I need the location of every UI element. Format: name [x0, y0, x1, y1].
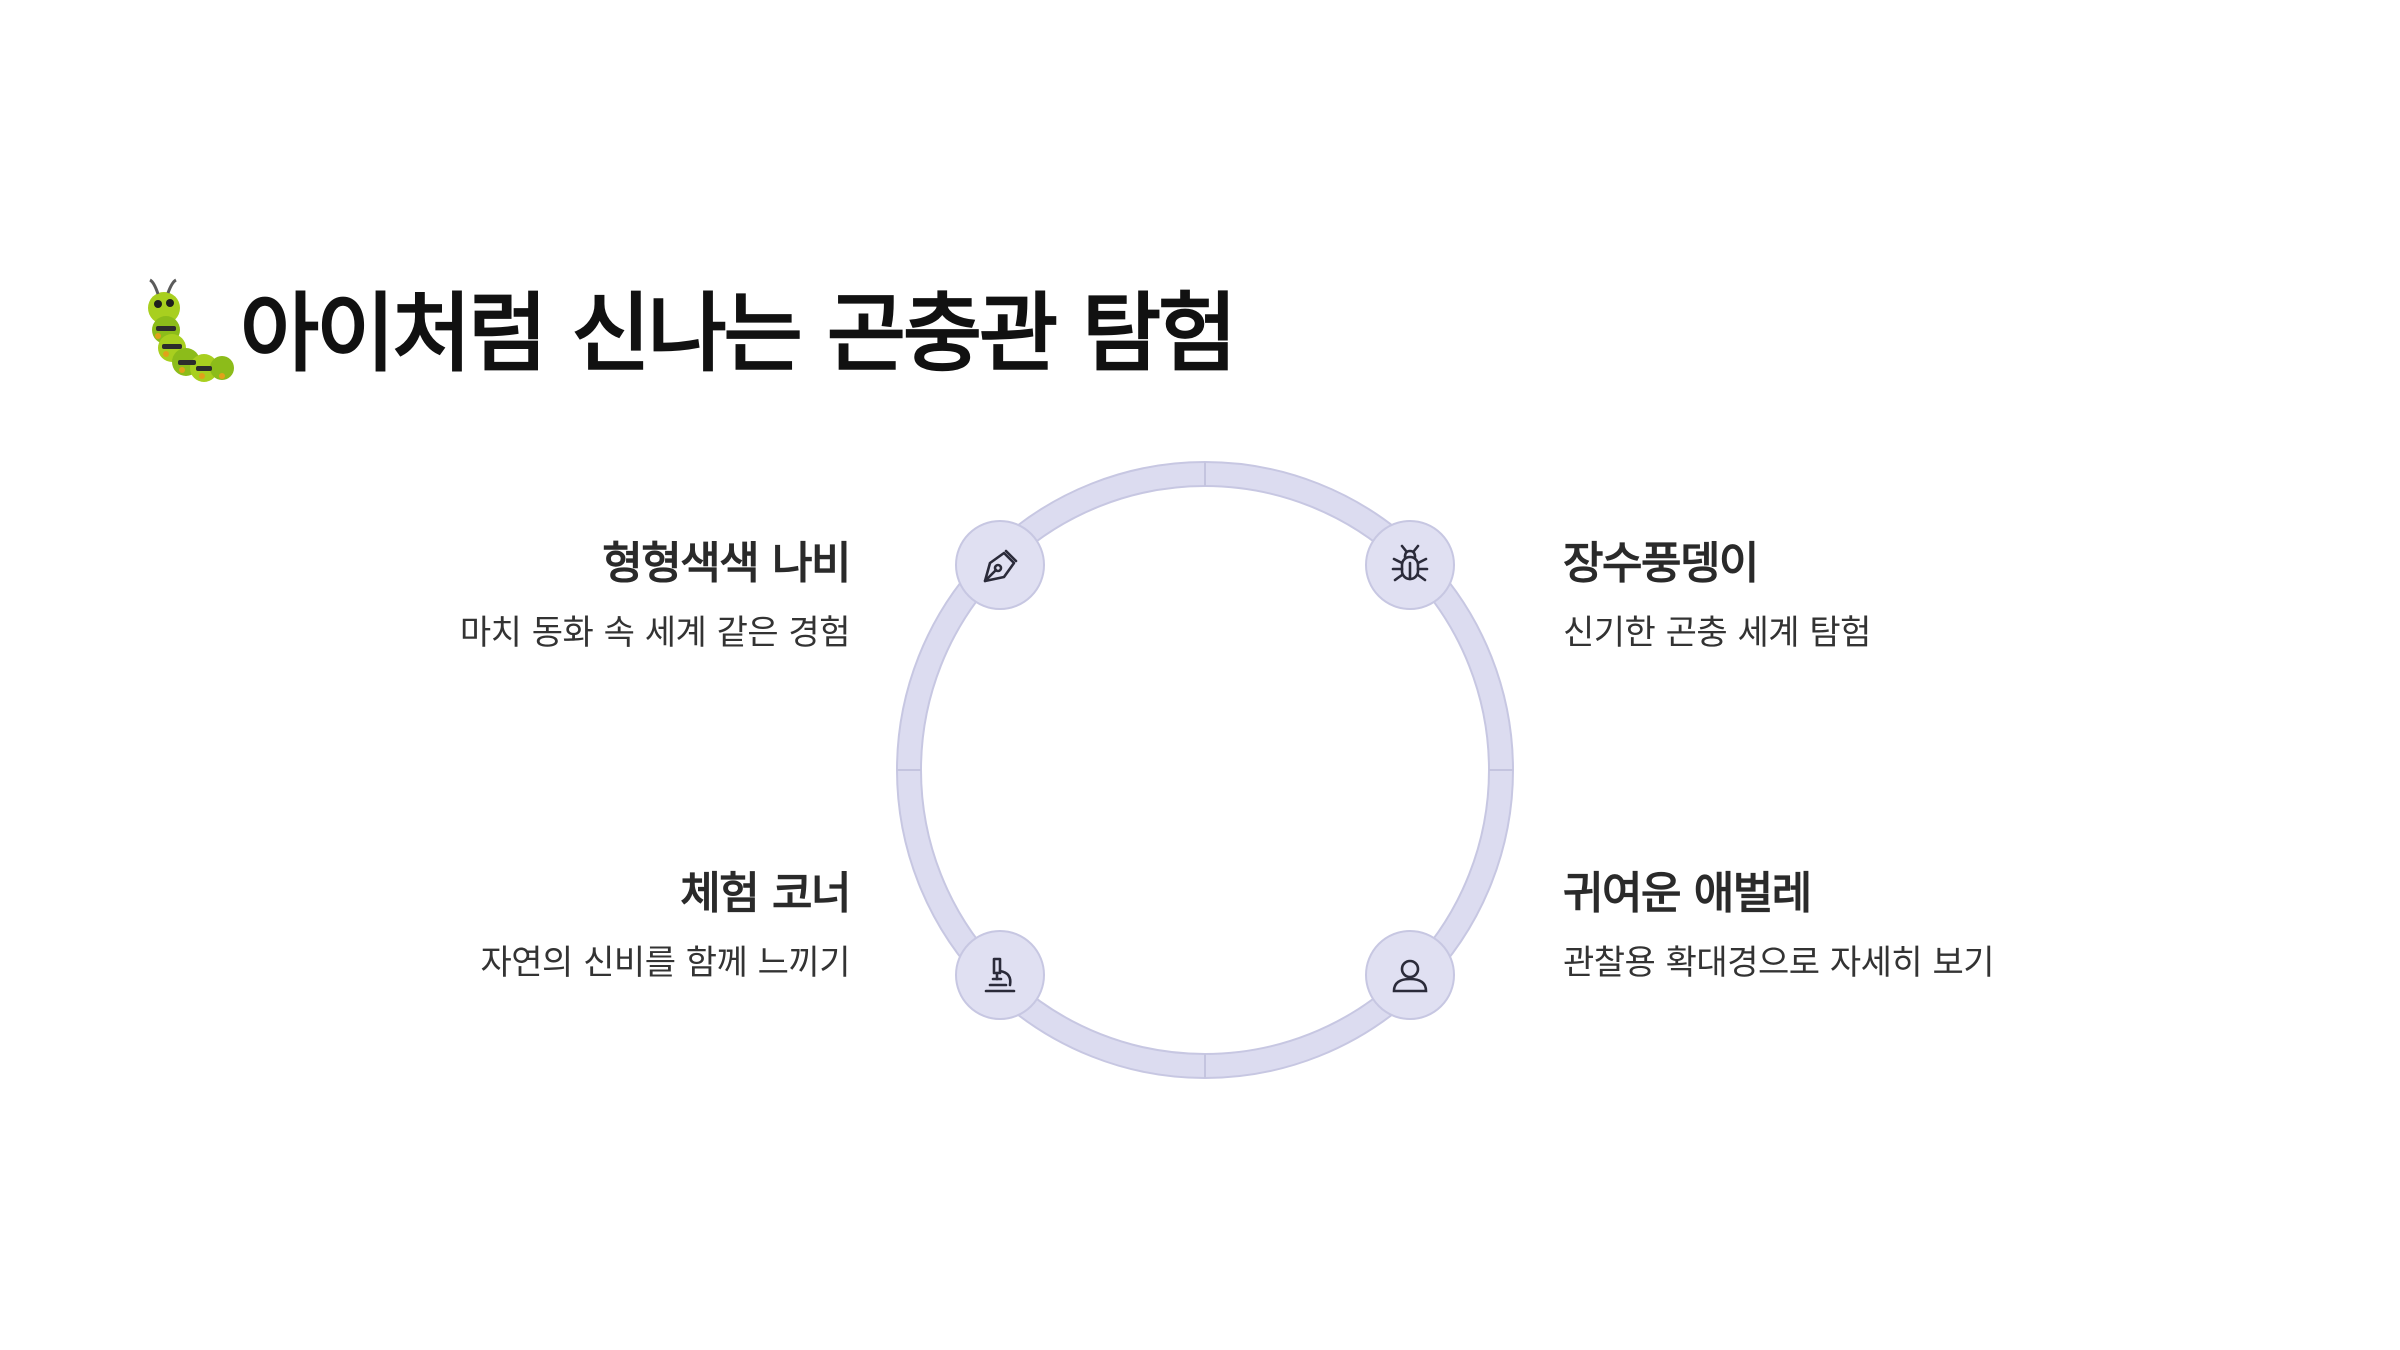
label-top-right: 장수풍뎅이 신기한 곤충 세계 탐험	[1563, 534, 2323, 656]
item-description: 신기한 곤충 세계 탐험	[1563, 613, 1871, 653]
item-title: 형형색색 나비	[602, 538, 851, 589]
page-title-text: 아이처럼 신나는 곤충관 탐험	[240, 284, 1237, 384]
item-title: 체험 코너	[680, 868, 851, 919]
node-bottom-left	[955, 930, 1045, 1020]
label-top-left: 형형색색 나비 마치 동화 속 세계 같은 경험	[90, 534, 852, 656]
pen-nib-icon	[983, 549, 1018, 583]
person-icon	[1392, 959, 1428, 993]
page-title: 아이처럼 신나는 곤충관 탐험	[134, 278, 1237, 390]
node-bottom-right	[1365, 930, 1455, 1020]
item-description: 자연의 신비를 함께 느끼기	[480, 943, 850, 983]
item-title: 장수풍뎅이	[1563, 538, 1759, 589]
node-top-right	[1365, 520, 1455, 610]
label-bottom-left: 체험 코너 자연의 신비를 함께 느끼기	[90, 864, 851, 986]
caterpillar-emoji	[148, 278, 234, 382]
item-title: 귀여운 애벌레	[1563, 868, 1812, 919]
cycle-diagram	[896, 461, 1514, 1079]
bug-icon	[1391, 544, 1429, 582]
microscope-icon	[984, 957, 1016, 993]
item-description: 마치 동화 속 세계 같은 경험	[459, 613, 851, 653]
label-bottom-right: 귀여운 애벌레 관찰용 확대경으로 자세히 보기	[1563, 864, 2323, 986]
node-top-left	[955, 520, 1045, 610]
item-description: 관찰용 확대경으로 자세히 보기	[1563, 943, 1995, 983]
